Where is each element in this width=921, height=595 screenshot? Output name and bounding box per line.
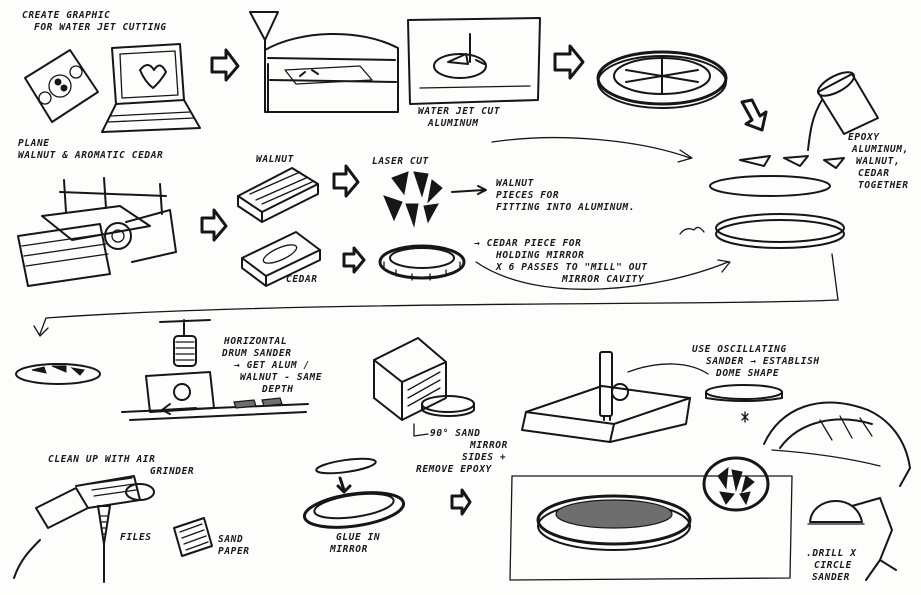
- pointer-arrow-walnut: [452, 186, 486, 194]
- inlaid-disc-illustration: [16, 364, 100, 384]
- water-jet-closeup-illustration: [408, 18, 540, 104]
- arrow-7: [452, 490, 470, 514]
- arrow-down-3: [742, 100, 766, 130]
- finished-mirror-illustration: [538, 496, 690, 550]
- cedar-board-illustration: [242, 232, 320, 286]
- connector-right-down: [832, 254, 838, 300]
- walnut-board-illustration: [238, 168, 318, 222]
- oscillating-sander-illustration: [522, 352, 708, 442]
- svg-text:ALUMINUM: ALUMINUM: [427, 118, 479, 129]
- cedar-ring-illustration: [380, 246, 464, 280]
- arrow-1: [212, 50, 238, 80]
- arrow-5: [334, 166, 358, 196]
- star-mark: [742, 412, 748, 422]
- arrow-2: [555, 46, 583, 78]
- dome-piece-illustration: [706, 385, 782, 401]
- drum-sander-illustration: [122, 320, 308, 420]
- epoxy-cup-illustration: [808, 68, 878, 150]
- edge-sander-illustration: [374, 338, 474, 436]
- laser-cut-pieces-illustration: [384, 172, 442, 226]
- drill-circle-sander-illustration: [808, 498, 896, 580]
- epoxy-assembly-illustration: [680, 156, 844, 248]
- hand-sanding-illustration: [764, 403, 910, 486]
- flow-curve-bottom: [476, 260, 730, 289]
- files-illustration: [98, 506, 110, 582]
- finished-top-view-illustration: [704, 458, 768, 510]
- air-grinder-illustration: [14, 476, 154, 578]
- water-jet-machine-illustration: [250, 12, 398, 112]
- sandpaper-illustration: [174, 518, 212, 556]
- arrow-6: [344, 248, 364, 272]
- long-return-arrow: [34, 300, 838, 336]
- planer-illustration: [18, 178, 176, 286]
- arrow-4: [202, 210, 226, 240]
- graphic-paper-illustration: [25, 50, 98, 122]
- flow-curve-top: [492, 138, 692, 162]
- laptop-illustration: [102, 44, 200, 132]
- aluminum-disc-illustration: [598, 52, 726, 108]
- water-jet-label: WATER JET CUT ALUMINUM: [418, 106, 500, 129]
- svg-text:WATER JET CUT: WATER JET CUT: [418, 106, 500, 117]
- mirror-gluing-illustration: [302, 456, 405, 533]
